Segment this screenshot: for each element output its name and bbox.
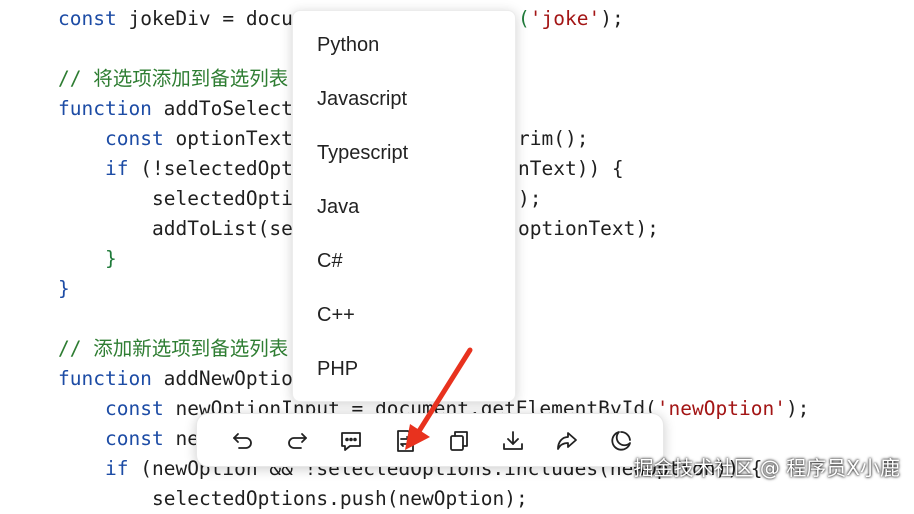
code-line: } [58,277,70,300]
code-line-tail: ); [518,187,542,210]
code-line-tail: rim(); [518,127,589,150]
annotation-arrow [405,347,473,450]
language-option-javascript[interactable]: Javascript [317,88,408,110]
code-line: const ne [105,427,199,450]
code-line-tail: optionText); [518,217,659,240]
copy-icon[interactable] [445,427,473,455]
theme-icon[interactable] [607,427,635,455]
code-comment: // 将选项添加到备选列表 [58,67,289,90]
redo-icon[interactable] [283,427,311,455]
watermark: 掘金技术社区 @ 程序员X小鹿 [633,456,900,480]
code-line: const optionText [105,127,293,150]
download-icon[interactable] [499,427,527,455]
language-option-typescript[interactable]: Typescript [317,142,409,164]
code-line: if (!selectedOpt [105,157,293,180]
undo-icon[interactable] [229,427,257,455]
code-line-tail: ('joke'); [518,7,624,30]
language-option-csharp[interactable]: C# [317,250,343,272]
share-icon[interactable] [553,427,581,455]
language-option-cpp[interactable]: C++ [317,304,355,326]
code-comment: // 添加新选项到备选列表 [58,337,289,360]
code-line: function addToSelect [58,97,293,120]
floating-toolbar [196,413,664,467]
language-option-python[interactable]: Python [317,34,380,56]
code-line: addToList(se [152,217,293,240]
language-dropdown-menu: Python Javascript Typescript Java C# C++… [292,10,516,402]
code-line: selectedOptions.push(newOption); [152,487,528,510]
code-line: function addNewOptio [58,367,293,390]
code-line: selectedOpti [152,187,293,210]
language-option-java[interactable]: Java [317,196,360,218]
language-option-php[interactable]: PHP [317,358,359,380]
code-line-tail: nText)) { [518,157,624,180]
comment-icon[interactable] [337,427,365,455]
code-line: } [105,247,117,270]
code-line: const jokeDiv = docu [58,7,293,30]
